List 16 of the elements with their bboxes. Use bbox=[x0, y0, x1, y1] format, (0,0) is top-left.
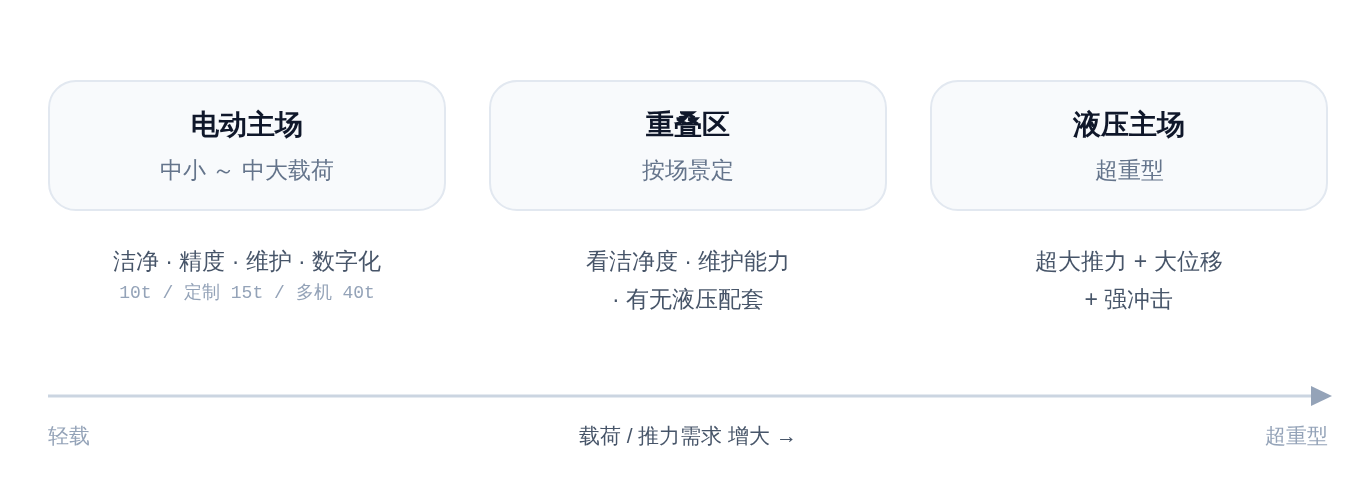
card-subtitle: 中小 ～ 中大载荷 bbox=[160, 155, 334, 185]
capacity-text: 10t / 定制 15t / 多机 40t bbox=[119, 282, 375, 305]
axis-title: 载荷 / 推力需求 增大 → bbox=[578, 423, 798, 449]
axis-end-label: 超重型 bbox=[1265, 423, 1328, 449]
category-card bbox=[48, 80, 446, 211]
card-subtitle: 超重型 bbox=[1094, 155, 1164, 185]
feature-text: 洁净 · 精度 · 维护 · 数字化 bbox=[112, 247, 382, 276]
feature-text: 看洁净度 · 维护能力 · 有无液压配套 bbox=[584, 247, 792, 314]
card-title: 液压主场 bbox=[1073, 107, 1185, 142]
axis-start-label: 轻载 bbox=[48, 423, 90, 449]
card-title: 重叠区 bbox=[646, 107, 730, 142]
feature-text: 超大推力 + 大位移 + 强冲击 bbox=[1034, 247, 1224, 314]
card-title: 电动主场 bbox=[191, 107, 303, 142]
category-card bbox=[489, 80, 887, 211]
category-card bbox=[930, 80, 1328, 211]
card-subtitle: 按场景定 bbox=[642, 155, 734, 185]
